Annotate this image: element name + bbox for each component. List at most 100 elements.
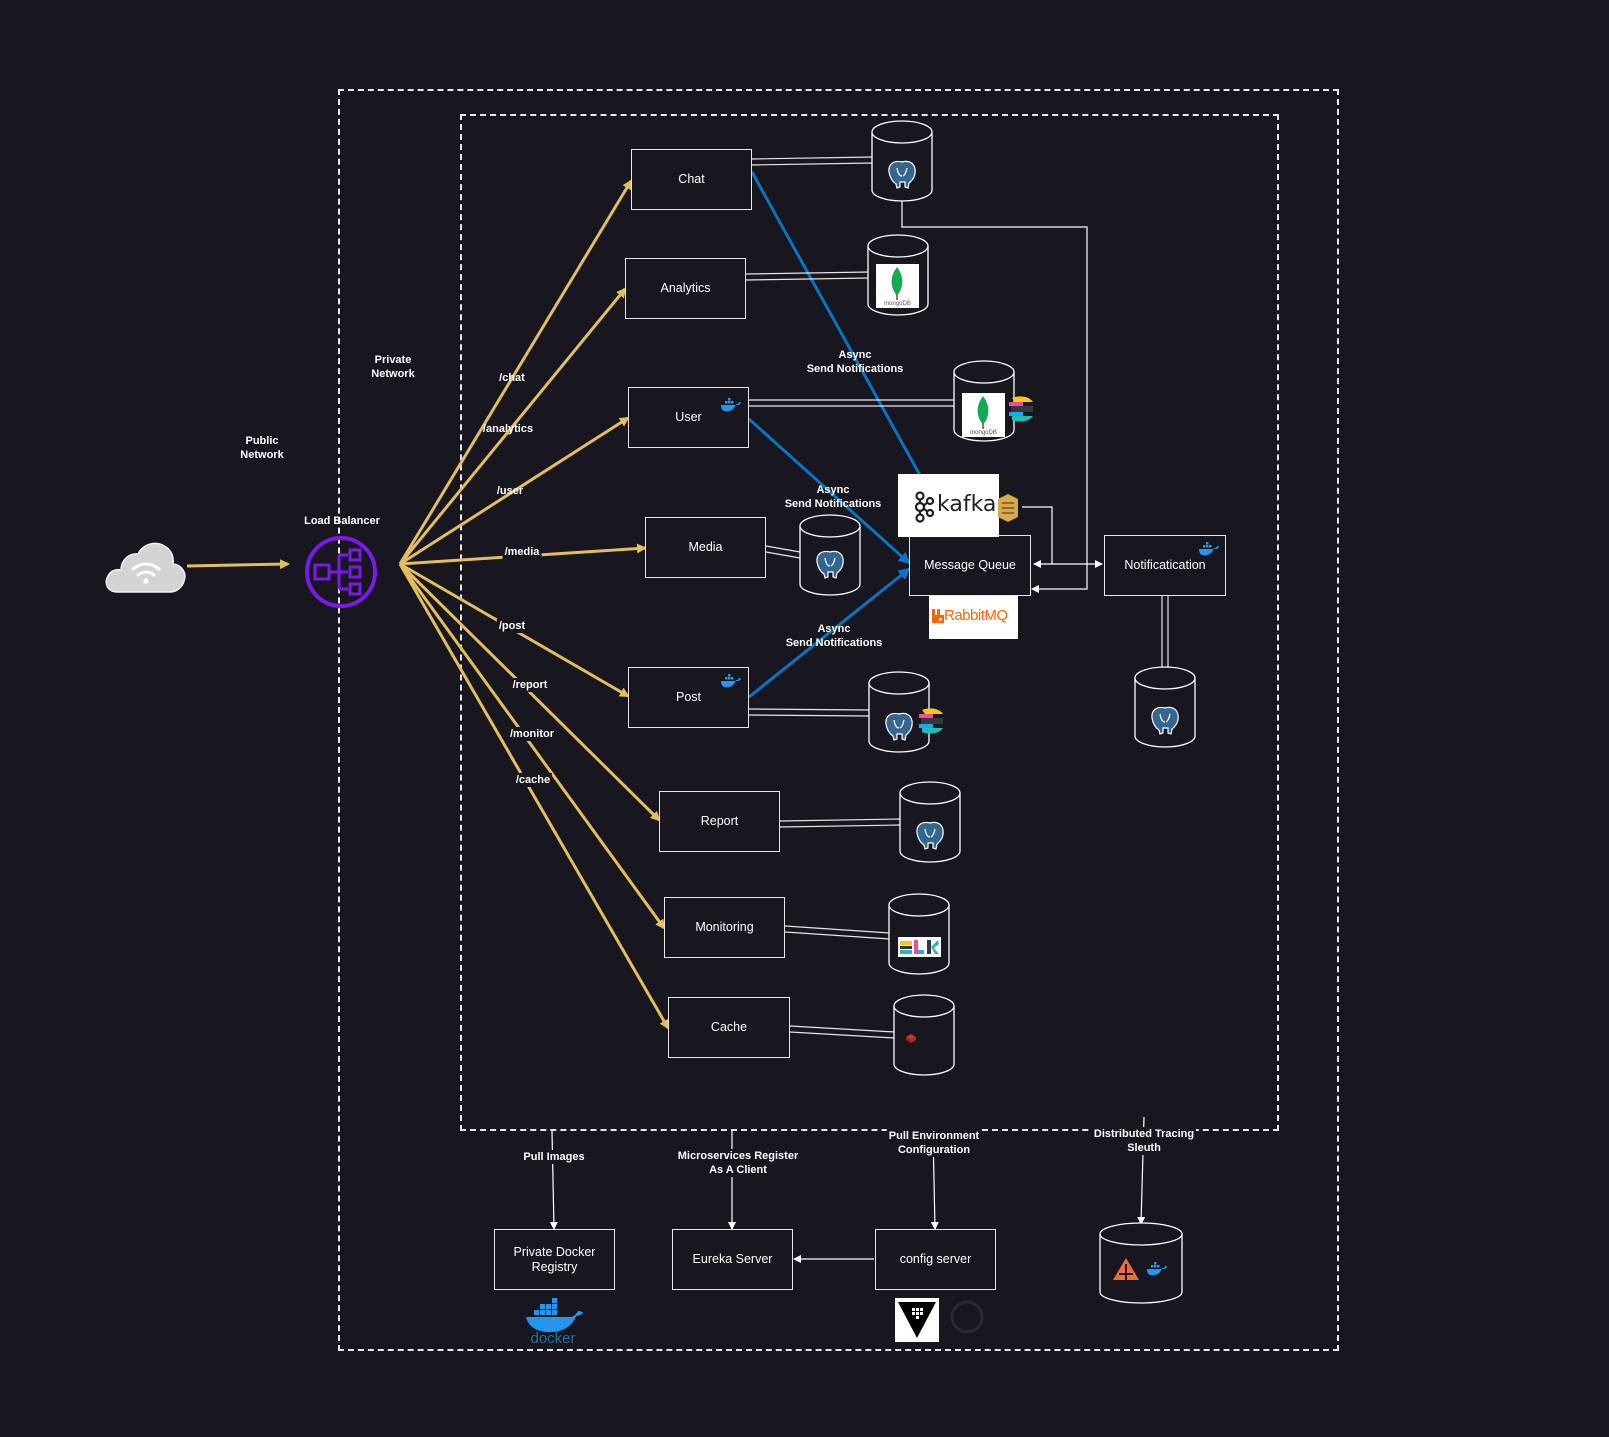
route-monitor-label: /monitor bbox=[508, 727, 556, 741]
private-network-label: Private Network bbox=[371, 354, 415, 380]
post-database bbox=[868, 671, 943, 753]
post-service-label: Post bbox=[675, 690, 701, 704]
route-chat-line bbox=[398, 179, 633, 565]
pull-env-label: Pull Environment Configuration bbox=[886, 1129, 982, 1157]
vault-icon bbox=[898, 1302, 936, 1338]
register-label: Microservices Register As A Client bbox=[675, 1149, 801, 1177]
notification-database bbox=[1134, 666, 1196, 748]
postgresql-icon bbox=[885, 712, 913, 741]
load-balancer-label: Load Balancer bbox=[304, 515, 380, 527]
notification-service[interactable]: Notificatication bbox=[1104, 535, 1226, 596]
cache-service-label: Cache bbox=[710, 1020, 748, 1034]
tracing-label: Distributed Tracing Sleuth bbox=[1091, 1127, 1197, 1155]
media-database bbox=[799, 514, 861, 596]
elasticsearch-icon bbox=[919, 708, 943, 734]
cache-database bbox=[893, 994, 955, 1076]
route-user-line bbox=[399, 416, 630, 566]
public-network-label: Public Network bbox=[240, 435, 284, 461]
async-chat-line bbox=[750, 171, 954, 535]
route-cache-line bbox=[398, 563, 670, 1030]
route-media-label: /media bbox=[502, 545, 542, 559]
analytics-service[interactable]: Analytics bbox=[625, 258, 746, 319]
user-service[interactable]: User bbox=[628, 387, 749, 448]
user-service-label: User bbox=[675, 410, 702, 424]
eureka-server[interactable]: Eureka Server bbox=[672, 1229, 793, 1290]
registry-label: Private Docker Registry bbox=[513, 1244, 596, 1274]
kafka-logo-text: kafka bbox=[937, 492, 997, 517]
message-queue[interactable]: Message Queue bbox=[909, 535, 1031, 596]
private-network-zone bbox=[338, 89, 1339, 1351]
postgresql-icon bbox=[888, 160, 916, 189]
user-database: mongoDB bbox=[953, 360, 1033, 442]
docker-icon bbox=[721, 398, 741, 412]
route-analytics-label: /analytics bbox=[482, 423, 534, 435]
github-icon bbox=[950, 1300, 984, 1334]
chat-database bbox=[871, 120, 933, 202]
docker-icon bbox=[721, 674, 741, 688]
pull-images-label: Pull Images bbox=[521, 1150, 587, 1164]
async-user-label: Async Send Notifications bbox=[784, 484, 882, 510]
post-service[interactable]: Post bbox=[628, 667, 749, 728]
media-service[interactable]: Media bbox=[645, 517, 766, 578]
route-analytics-line bbox=[398, 287, 627, 565]
media-service-label: Media bbox=[688, 540, 723, 554]
redis-icon bbox=[906, 1034, 916, 1043]
svg-text:mongoDB: mongoDB bbox=[970, 430, 997, 436]
mongodb-icon: mongoDB bbox=[876, 264, 919, 308]
cloud-wifi-icon bbox=[105, 542, 186, 593]
kafka-logo: kafka bbox=[898, 474, 999, 537]
docker-logo-icon: docker bbox=[526, 1298, 583, 1345]
config-label: config server bbox=[899, 1252, 972, 1266]
amazon-mq-icon bbox=[998, 494, 1018, 522]
edge-pull-images bbox=[549, 1130, 558, 1230]
edge-broker-notification bbox=[1022, 506, 1053, 564]
docker-logo-text: docker bbox=[530, 1330, 575, 1345]
zipkin-icon bbox=[1113, 1258, 1139, 1280]
rabbitmq-icon bbox=[932, 609, 944, 623]
mongodb-icon: mongoDB bbox=[962, 393, 1005, 437]
elk-icon bbox=[898, 937, 941, 957]
analytics-database: mongoDB bbox=[867, 234, 929, 316]
monitoring-service-label: Monitoring bbox=[695, 920, 754, 934]
async-chat-label: Async Send Notifications bbox=[806, 349, 904, 375]
tracing-database bbox=[1099, 1222, 1183, 1304]
elasticsearch-icon bbox=[1009, 396, 1033, 422]
eureka-label: Eureka Server bbox=[692, 1252, 773, 1266]
async-user-line bbox=[747, 417, 911, 565]
chat-service-label: Chat bbox=[678, 172, 705, 186]
edge-chatdb-notification bbox=[901, 200, 1088, 593]
private-docker-registry[interactable]: Private Docker Registry bbox=[494, 1229, 615, 1290]
route-report-label: /report bbox=[510, 678, 550, 692]
load-balancer-icon bbox=[305, 536, 377, 608]
async-post-line bbox=[748, 567, 911, 699]
notification-service-label: Notificatication bbox=[1124, 558, 1206, 572]
route-report-line bbox=[398, 562, 661, 822]
kafka-icon bbox=[914, 491, 934, 523]
report-service-label: Report bbox=[700, 814, 739, 828]
route-user-label: /user bbox=[496, 485, 524, 497]
route-chat-label: /chat bbox=[499, 372, 525, 384]
postgresql-icon bbox=[816, 550, 844, 579]
monitoring-database bbox=[888, 893, 950, 975]
svg-text:mongoDB: mongoDB bbox=[884, 301, 911, 307]
analytics-service-label: Analytics bbox=[660, 281, 711, 295]
monitoring-service[interactable]: Monitoring bbox=[664, 897, 785, 958]
message-queue-label: Message Queue bbox=[924, 558, 1016, 572]
postgresql-icon bbox=[1151, 706, 1179, 735]
cache-service[interactable]: Cache bbox=[668, 997, 790, 1058]
docker-icon bbox=[1147, 1262, 1167, 1276]
rabbitmq-logo-text: RabbitMQ bbox=[944, 607, 1008, 624]
rabbitmq-logo: RabbitMQ bbox=[929, 596, 1018, 639]
async-post-label: Async Send Notifications bbox=[785, 623, 883, 649]
postgresql-icon bbox=[916, 821, 944, 850]
report-service[interactable]: Report bbox=[659, 791, 780, 852]
vault-logo bbox=[895, 1298, 939, 1342]
route-post-label: /post bbox=[496, 619, 528, 633]
edge-internet-lb bbox=[186, 559, 290, 570]
chat-service[interactable]: Chat bbox=[631, 149, 752, 210]
docker-icon bbox=[1199, 542, 1219, 556]
route-monitor-line bbox=[398, 563, 666, 930]
config-server[interactable]: config server bbox=[875, 1229, 996, 1290]
